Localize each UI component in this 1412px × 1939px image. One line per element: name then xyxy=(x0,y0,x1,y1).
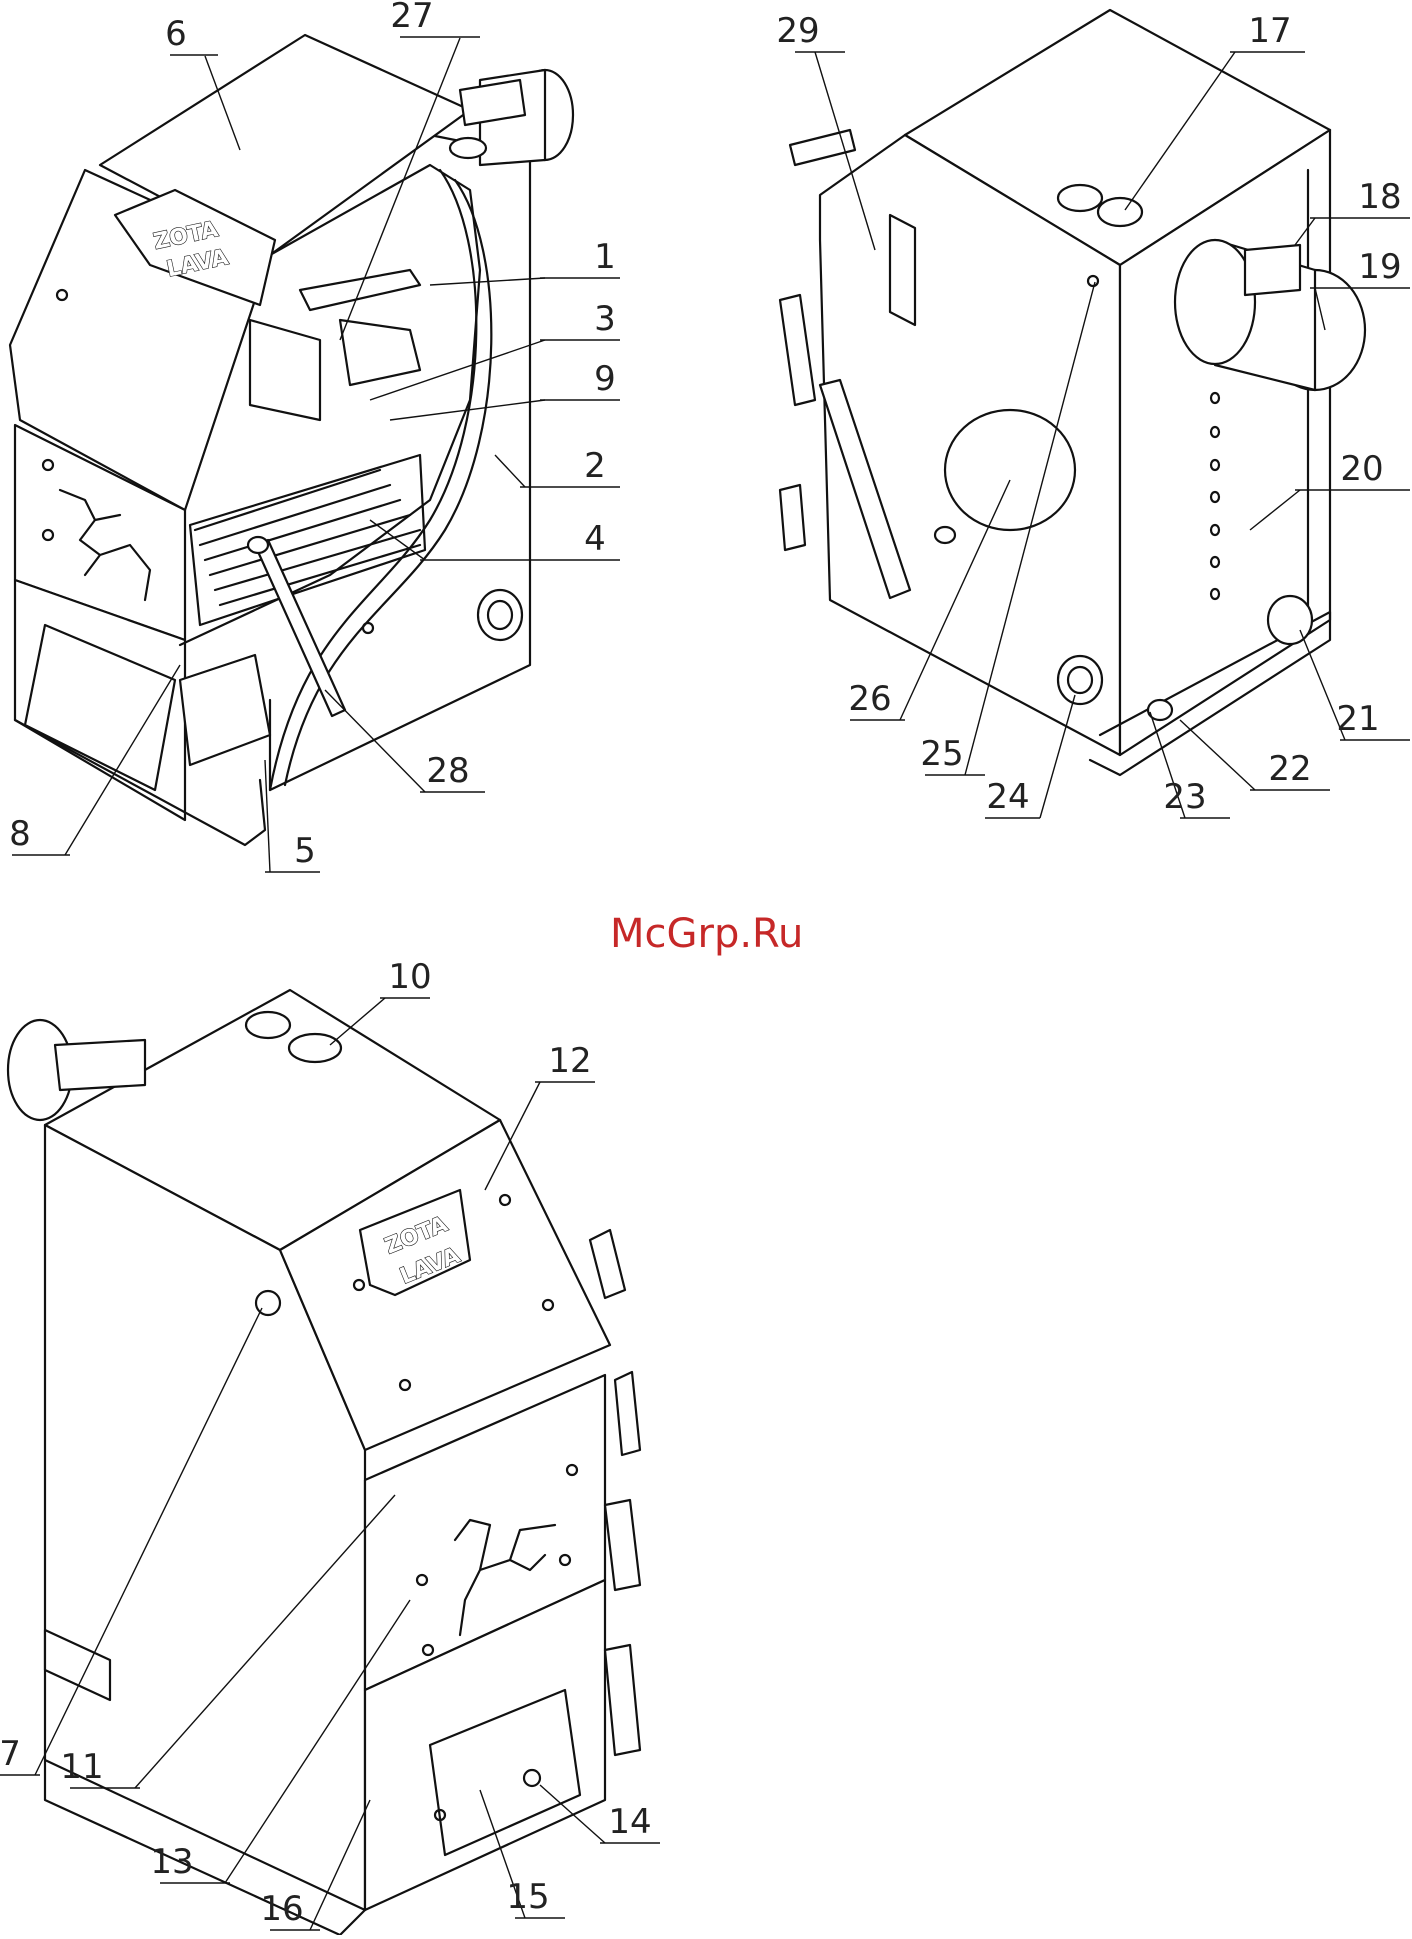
callout-number-27: 27 xyxy=(390,0,433,36)
callout-number-12: 12 xyxy=(548,1041,591,1081)
callout-number-25: 25 xyxy=(920,734,963,774)
callout-number-7: 7 xyxy=(0,1734,21,1774)
callout-number-10: 10 xyxy=(388,957,431,997)
callout-number-8: 8 xyxy=(9,814,31,854)
callout-number-2: 2 xyxy=(584,446,606,486)
callout-number-22: 22 xyxy=(1268,749,1311,789)
lever-knob xyxy=(248,537,268,553)
rear-draft-block xyxy=(1245,245,1300,295)
callout-number-16: 16 xyxy=(260,1889,303,1929)
callout-number-5: 5 xyxy=(294,831,316,871)
rear-thermometer xyxy=(1058,185,1102,211)
open-boiler-view: ZOTA LAVA xyxy=(10,35,573,845)
rear-door-handle-top xyxy=(790,130,855,165)
return-pipe-inner xyxy=(488,601,512,629)
rear-door-handle-mid xyxy=(780,295,815,405)
callout-number-9: 9 xyxy=(594,359,616,399)
front-latch xyxy=(524,1770,540,1786)
callout-number-26: 26 xyxy=(848,679,891,719)
rear-drain-fitting xyxy=(935,527,955,543)
front-door-handle-upper-right xyxy=(605,1500,640,1590)
rear-return-inner xyxy=(1068,667,1092,693)
front-boiler-view: ZOTA LAVA xyxy=(8,990,640,1935)
rear-supply-fitting xyxy=(1268,596,1312,644)
front-door-handle-mid xyxy=(615,1372,640,1455)
watermark: McGrp.Ru xyxy=(610,911,803,957)
front-door-handle-lower-right xyxy=(605,1645,640,1755)
rear-flue-collar xyxy=(1175,240,1255,364)
callout-number-6: 6 xyxy=(165,14,187,54)
callout-number-4: 4 xyxy=(584,519,606,559)
callout-number-21: 21 xyxy=(1336,699,1379,739)
callout-number-17: 17 xyxy=(1248,11,1291,51)
callout-number-24: 24 xyxy=(986,777,1029,817)
front-thermometer xyxy=(289,1034,341,1062)
rear-warning-label xyxy=(890,215,915,325)
callout-number-19: 19 xyxy=(1358,247,1401,287)
rear-door-handle-low xyxy=(780,485,805,550)
front-top-fitting xyxy=(246,1012,290,1038)
front-door-handle-top xyxy=(590,1230,625,1298)
callout-number-29: 29 xyxy=(776,11,819,51)
ash-pan xyxy=(180,655,270,765)
fire-screen xyxy=(250,320,320,420)
callout-number-15: 15 xyxy=(506,1877,549,1917)
callout-number-23: 23 xyxy=(1163,777,1206,817)
callout-number-13: 13 xyxy=(150,1842,193,1882)
callout-number-18: 18 xyxy=(1358,177,1401,217)
rear-boiler-view xyxy=(780,10,1365,775)
callout-number-1: 1 xyxy=(594,237,616,277)
front-draft-block xyxy=(55,1040,145,1090)
callout-number-14: 14 xyxy=(608,1802,651,1842)
top-fitting xyxy=(450,138,486,158)
callout-number-3: 3 xyxy=(594,299,616,339)
callout-number-20: 20 xyxy=(1340,449,1383,489)
callout-number-11: 11 xyxy=(60,1747,103,1787)
callout-number-28: 28 xyxy=(426,751,469,791)
rear-top-fitting xyxy=(1098,198,1142,226)
